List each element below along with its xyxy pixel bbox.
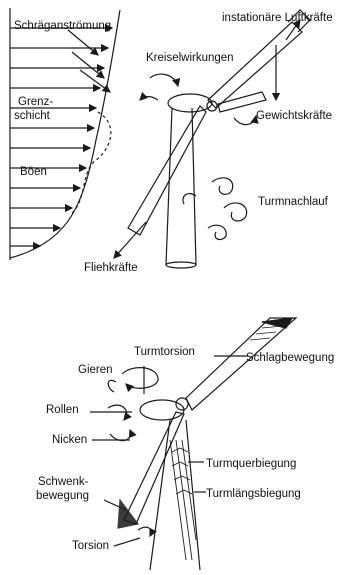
label-tower-wake: Turmnachlauf <box>258 196 328 208</box>
tower-wake-vortices <box>183 178 247 240</box>
label-yaw: Gieren <box>78 364 113 376</box>
hub-bottom <box>176 398 188 410</box>
label-torsion: Torsion <box>72 540 109 552</box>
label-centrifugal-forces: Fliehkräfte <box>84 262 138 274</box>
label-gusts: Böen <box>20 166 47 178</box>
label-lead-lag-1: Schwenk- <box>38 476 89 488</box>
oblique-flow-arrows <box>68 30 110 92</box>
label-roll: Rollen <box>46 404 79 416</box>
blade-right <box>218 92 266 112</box>
tower <box>166 108 196 265</box>
label-boundary-layer-1: Grenz- <box>18 96 53 108</box>
label-lead-lag-2: bewegung <box>36 490 89 502</box>
centrifugal-arrow <box>114 222 146 258</box>
blade-flap <box>186 318 296 410</box>
label-weight-forces: Gewichtskräfte <box>256 110 332 122</box>
label-tower-torsion: Turmtorsion <box>134 346 195 358</box>
nacelle <box>168 94 212 112</box>
tower-torsion-symbol <box>122 368 158 389</box>
label-flap-motion: Schlagbewegung <box>246 352 334 364</box>
label-gyroscopic-effects: Kreiselwirkungen <box>146 52 234 64</box>
label-oblique-flow: Schräganströmung <box>14 20 111 32</box>
blade-leadlag <box>124 412 184 524</box>
pitch-symbol <box>110 430 131 441</box>
top-diagram <box>10 8 310 268</box>
label-pitch: Nicken <box>52 434 87 446</box>
nacelle-bottom <box>140 400 184 420</box>
wind-profile-curve <box>10 10 120 258</box>
label-tower-longitudinal-bending: Turmlängsbiegung <box>206 488 301 500</box>
blade-upper <box>208 22 302 108</box>
label-boundary-layer-2: schicht <box>14 110 50 122</box>
label-tower-lateral-bending: Turmquerbiegung <box>206 458 296 470</box>
label-unsteady-air-forces: instationäre Luftkräfte <box>222 12 333 24</box>
yaw-symbol <box>108 380 116 392</box>
tower-bending-hatch <box>170 440 196 560</box>
torsion-arrow <box>138 527 151 536</box>
tower-bottom <box>150 420 200 570</box>
gyro-arrow <box>150 74 178 86</box>
